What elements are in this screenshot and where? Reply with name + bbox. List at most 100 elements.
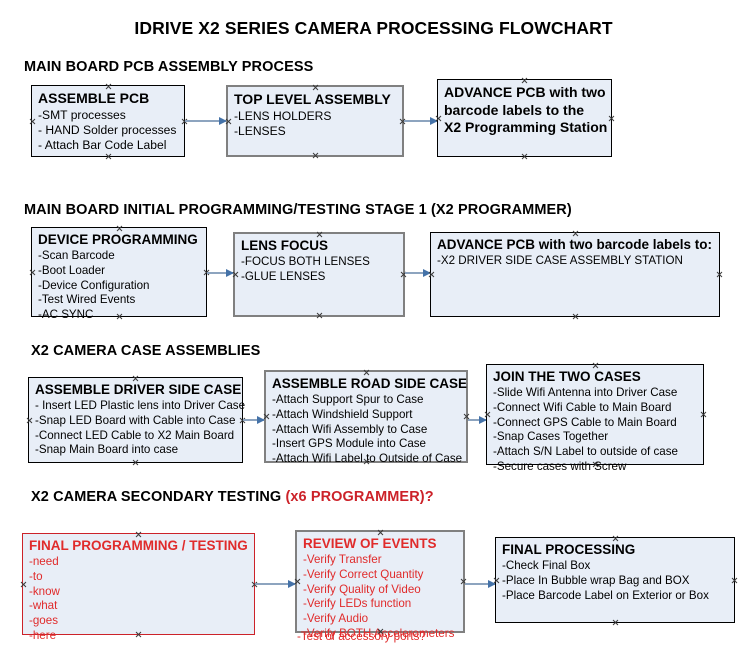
- connector-lens-focus-to-advance-pcb-driver-side: [405, 268, 431, 277]
- section-heading-main-board-initial-programming: MAIN BOARD INITIAL PROGRAMMING/TESTING S…: [24, 202, 572, 218]
- node-assemble-pcb[interactable]: ASSEMBLE PCB -SMT processes - HAND Solde…: [31, 85, 185, 157]
- node-advance-pcb-x2-programming-station[interactable]: ADVANCE PCB with two barcode labels to t…: [437, 79, 612, 157]
- connection-handle-bottom[interactable]: [521, 153, 528, 160]
- node-line: -LENSES: [234, 123, 286, 138]
- connection-handle-top[interactable]: [612, 535, 619, 542]
- arrowhead-icon: [219, 116, 227, 125]
- connection-handle-top[interactable]: [572, 230, 579, 237]
- connection-handle-right[interactable]: [731, 577, 738, 584]
- node-device-programming[interactable]: DEVICE PROGRAMMING -Scan Barcode -Boot L…: [29, 225, 207, 321]
- node-line: -X2 DRIVER SIDE CASE ASSEMBLY STATION: [437, 253, 683, 267]
- node-line: -Verify Transfer: [303, 552, 382, 566]
- connection-handle-top[interactable]: [363, 369, 370, 376]
- connection-handle-left[interactable]: [225, 118, 232, 125]
- section-heading-text: X2 CAMERA CASE ASSEMBLIES: [31, 343, 261, 359]
- section-heading-x2-camera-secondary-testing: X2 CAMERA SECONDARY TESTING (x6 PROGRAMM…: [31, 489, 434, 505]
- node-title: LENS FOCUS: [241, 238, 329, 253]
- connection-handle-right[interactable]: [700, 411, 707, 418]
- connection-handle-left[interactable]: [29, 269, 36, 276]
- connection-handle-top[interactable]: [592, 362, 599, 369]
- connection-handle-bottom[interactable]: [612, 619, 619, 626]
- node-title: DEVICE PROGRAMMING: [38, 232, 198, 247]
- connection-handle-bottom[interactable]: [312, 152, 319, 159]
- connection-handle-top[interactable]: [312, 84, 319, 91]
- node-line: -need: [29, 554, 59, 568]
- connection-handle-left[interactable]: [232, 271, 239, 278]
- node-title: ASSEMBLE PCB: [38, 90, 150, 106]
- node-assemble-driver-side-case[interactable]: ASSEMBLE DRIVER SIDE CASE - Insert LED P…: [26, 375, 246, 466]
- node-line: -Verify Audio: [303, 612, 369, 626]
- connector-assemble-pcb-to-top-level-assembly: [185, 116, 227, 125]
- node-line: -GLUE LENSES: [241, 269, 326, 283]
- arrowhead-icon: [488, 579, 496, 588]
- node-line: -to: [29, 569, 43, 583]
- connection-handle-top[interactable]: [132, 375, 139, 382]
- node-review-of-events[interactable]: REVIEW OF EVENTS -Verify Transfer -Verif…: [294, 529, 465, 640]
- arrowhead-icon: [423, 268, 431, 277]
- node-line: -FOCUS BOTH LENSES: [241, 254, 370, 268]
- node-line: -Snap LED Board with Cable into Case: [35, 413, 236, 427]
- node-line-overflow-test-accessory-ports: -Test of accessory ports?: [297, 630, 426, 643]
- node-line: -Verify Quality of Video: [303, 582, 421, 596]
- node-title: ADVANCE PCB with two: [444, 84, 606, 100]
- arrowhead-icon: [430, 116, 438, 125]
- section-heading-main-board-pcb-assembly: MAIN BOARD PCB ASSEMBLY PROCESS: [24, 59, 313, 75]
- connection-handle-left[interactable]: [263, 413, 270, 420]
- node-final-processing[interactable]: FINAL PROCESSING -Check Final Box -Place…: [495, 537, 735, 623]
- node-line: -AC SYNC: [38, 308, 94, 322]
- section-heading-text: MAIN BOARD INITIAL PROGRAMMING/TESTING S…: [24, 202, 572, 218]
- connection-handle-right[interactable]: [716, 271, 723, 278]
- node-line: -Check Final Box: [502, 558, 591, 572]
- connection-handle-bottom[interactable]: [316, 312, 323, 319]
- node-title: FINAL PROGRAMMING / TESTING: [29, 538, 248, 553]
- node-title: ADVANCE PCB with two barcode labels to:: [437, 237, 713, 252]
- connector-driver-side-to-road-side: [243, 415, 265, 424]
- node-line: -Place Barcode Label on Exterior or Box: [502, 588, 709, 602]
- connection-handle-bottom[interactable]: [132, 459, 139, 466]
- node-line: -Connect LED Cable to X2 Main Board: [35, 428, 235, 442]
- node-lens-focus[interactable]: LENS FOCUS -FOCUS BOTH LENSES -GLUE LENS…: [233, 232, 405, 317]
- node-line: -SMT processes: [38, 107, 126, 122]
- node-line: - Insert LED Plastic lens into Driver Ca…: [35, 398, 246, 412]
- connection-handle-top[interactable]: [105, 83, 112, 90]
- connection-handle-bottom[interactable]: [572, 313, 579, 320]
- node-final-programming-testing[interactable]: FINAL PROGRAMMING / TESTING -need -to -k…: [20, 531, 255, 642]
- connection-handle-right[interactable]: [608, 115, 615, 122]
- connection-handle-top[interactable]: [377, 529, 384, 536]
- node-line: -Verify BOTH Accelerometers: [303, 627, 455, 641]
- node-title: barcode labels to the: [444, 101, 585, 118]
- node-line: -Snap Main Board into case: [35, 443, 179, 457]
- node-advance-pcb-driver-side-case[interactable]: ADVANCE PCB with two barcode labels to: …: [430, 232, 720, 317]
- connection-handle-top[interactable]: [521, 77, 528, 84]
- node-join-the-two-cases[interactable]: JOIN THE TWO CASES -Slide Wifi Antenna i…: [486, 362, 707, 473]
- node-line: -Connect Wifi Cable to Main Board: [493, 400, 672, 414]
- section-heading-text: X2 CAMERA SECONDARY TESTING: [31, 489, 286, 505]
- connector-top-level-assembly-to-advance-pcb: [404, 116, 438, 125]
- connection-handle-left[interactable]: [20, 581, 27, 588]
- connection-handle-top[interactable]: [135, 531, 142, 538]
- node-line: -Slide Wifi Antenna into Driver Case: [493, 385, 678, 399]
- connection-handle-left[interactable]: [294, 578, 301, 585]
- node-line: -LENS HOLDERS: [234, 108, 332, 123]
- node-top-level-assembly[interactable]: TOP LEVEL ASSEMBLY -LENS HOLDERS -LENSES: [226, 85, 404, 157]
- node-assemble-road-side-case[interactable]: ASSEMBLE ROAD SIDE CASE -Attach Support …: [263, 369, 468, 465]
- node-line: -Boot Loader: [38, 263, 106, 277]
- connection-handle-left[interactable]: [26, 417, 33, 424]
- node-title: ASSEMBLE ROAD SIDE CASE: [272, 376, 468, 391]
- node-line: -Test Wired Events: [38, 293, 136, 307]
- node-line: -goes: [29, 614, 59, 628]
- node-line: -Attach S/N Label to outside of case: [493, 445, 678, 459]
- connection-handle-left[interactable]: [29, 118, 36, 125]
- node-line: -Secure cases with Screw: [493, 460, 627, 474]
- node-line: - Attach Bar Code Label: [38, 138, 167, 153]
- node-line: -Verify Correct Quantity: [303, 567, 424, 581]
- node-line: - HAND Solder processes: [38, 122, 177, 137]
- node-line: -here: [29, 629, 57, 643]
- node-line: -Scan Barcode: [38, 248, 115, 262]
- connector-device-programming-to-lens-focus: [207, 268, 234, 277]
- connector-road-side-to-join-cases: [468, 415, 487, 424]
- connection-handle-top[interactable]: [316, 231, 323, 238]
- connection-handle-top[interactable]: [116, 225, 123, 232]
- arrowhead-icon: [257, 415, 265, 424]
